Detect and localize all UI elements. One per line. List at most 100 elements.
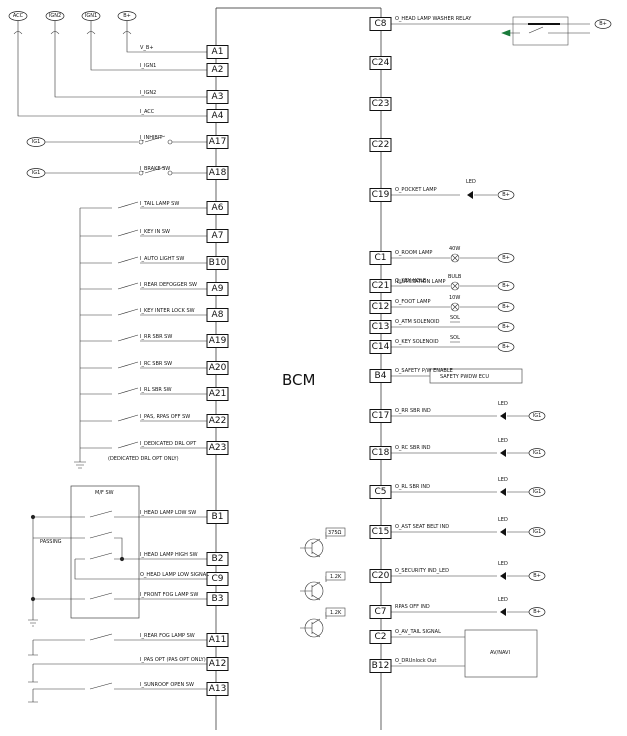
mf-switch-box bbox=[70, 485, 140, 619]
signal-label: I_RR SBR SW bbox=[140, 334, 172, 340]
supply-label: B+ bbox=[502, 283, 510, 289]
key-hole-line2: ILLUMINATION LAMP bbox=[395, 279, 445, 285]
pin-c7: C7 bbox=[369, 605, 392, 619]
supply-oval: IG1 bbox=[528, 527, 546, 537]
supply-oval: B+ bbox=[528, 607, 546, 617]
pin-b4: B4 bbox=[369, 369, 392, 383]
pin-c17: C17 bbox=[369, 409, 392, 423]
pin-label: B2 bbox=[212, 554, 224, 564]
pin-label: A11 bbox=[209, 635, 227, 645]
pin-label: C9 bbox=[211, 574, 223, 584]
pin-label: A6 bbox=[212, 203, 224, 213]
pin-label: C1 bbox=[374, 253, 386, 263]
pin-c18: C18 bbox=[369, 446, 392, 460]
supply-label: IG1 bbox=[533, 450, 542, 456]
signal-label: I_ACC bbox=[140, 109, 155, 115]
bcm-title: BCM bbox=[282, 371, 315, 389]
pin-c8: C8 bbox=[369, 17, 392, 31]
signal-label: I_PAS OPT (PAS OPT ONLY) bbox=[140, 657, 206, 663]
signal-label: O_ATM SOLENOID bbox=[395, 319, 440, 325]
mf-switch-label: M/F SW bbox=[95, 490, 114, 496]
pin-label: C19 bbox=[372, 190, 390, 200]
signal-label: O_HEAD LAMP WASHER RELAY bbox=[395, 16, 472, 22]
pin-label: A19 bbox=[209, 336, 227, 346]
safety-ecu-box bbox=[429, 368, 523, 384]
switch-icon bbox=[80, 414, 207, 422]
signal-label: I_SUNROOF OPEN SW bbox=[140, 682, 194, 688]
pin-label: A21 bbox=[209, 389, 227, 399]
pin-a3: A3 bbox=[206, 90, 229, 104]
pin-c1: C1 bbox=[369, 251, 392, 265]
pin-c5: C5 bbox=[369, 485, 392, 499]
pin-label: A23 bbox=[209, 443, 227, 453]
signal-label: O_AV_TAIL SIGNAL bbox=[395, 629, 441, 635]
pin-label: A7 bbox=[212, 231, 224, 241]
signal-label: I_FRONT FOG LAMP SW bbox=[140, 592, 198, 598]
signal-label: O_AST SEAT BELT IND bbox=[395, 524, 449, 530]
pin-b2: B2 bbox=[206, 552, 229, 566]
pin-label: C20 bbox=[372, 571, 390, 581]
pin-label: B4 bbox=[375, 371, 387, 381]
supply-oval: IG1 bbox=[528, 487, 546, 497]
supply-label: IG1 bbox=[533, 489, 542, 495]
pin-label: A18 bbox=[209, 168, 227, 178]
pin-label: C12 bbox=[372, 302, 390, 312]
signal-label: I_IGN2 bbox=[140, 90, 156, 96]
supply-oval: B+ bbox=[497, 302, 515, 312]
pin-c23: C23 bbox=[369, 97, 392, 111]
supply-oval: IG1 bbox=[528, 448, 546, 458]
signal-label: I_REAR FOG LAMP SW bbox=[140, 633, 195, 639]
ig1-label-a17: IG1 bbox=[32, 139, 41, 145]
pin-label: B3 bbox=[212, 594, 224, 604]
signal-label: I_BRAKE SW bbox=[140, 166, 170, 172]
resistor-boxes bbox=[325, 527, 346, 617]
supply-oval: B+ bbox=[497, 253, 515, 263]
pin-label: C24 bbox=[372, 58, 390, 68]
switch-icon bbox=[80, 361, 207, 369]
power-source-ign2: IGN2 bbox=[45, 11, 65, 21]
pin-a11: A11 bbox=[206, 633, 229, 647]
supply-oval: B+ bbox=[497, 322, 515, 332]
signal-label: V_B+ bbox=[140, 45, 154, 51]
signal-label: I_INHIBIT bbox=[140, 135, 163, 141]
pin-label: C18 bbox=[372, 448, 390, 458]
pin-a18: A18 bbox=[206, 166, 229, 180]
av-navi-label: AV/NAVI bbox=[490, 650, 510, 656]
signal-label: I_REAR DEFOGGER SW bbox=[140, 282, 197, 288]
pin-label: A8 bbox=[212, 310, 224, 320]
source-bplus-label: B+ bbox=[123, 13, 131, 19]
signal-label: I_TAIL LAMP SW bbox=[140, 201, 179, 207]
pin-label: C23 bbox=[372, 99, 390, 109]
mf-switch-wires bbox=[28, 510, 207, 627]
supply-label: B+ bbox=[502, 344, 510, 350]
pin-b12: B12 bbox=[369, 659, 392, 673]
pin-b10: B10 bbox=[206, 256, 229, 270]
source-acc-label: ACC bbox=[13, 13, 24, 19]
supply-oval: IG1 bbox=[528, 411, 546, 421]
supply-oval: B+ bbox=[497, 281, 515, 291]
pin-label: C2 bbox=[374, 632, 386, 642]
pin-c20: C20 bbox=[369, 569, 392, 583]
signal-label: I_AUTO LIGHT SW bbox=[140, 256, 184, 262]
a23-note: (DEDICATED DRL OPT ONLY) bbox=[108, 456, 179, 462]
pin-label: A12 bbox=[209, 659, 227, 669]
signal-label: O_RL SBR IND bbox=[395, 484, 430, 490]
signal-label: O_HEAD LAMP LOW SIGNAL bbox=[140, 572, 209, 578]
led-label: LED bbox=[498, 561, 508, 567]
pin-c24: C24 bbox=[369, 56, 392, 70]
pin-a6: A6 bbox=[206, 201, 229, 215]
resistor-375-label: 375Ω bbox=[328, 530, 342, 536]
signal-label: O_FOOT LAMP bbox=[395, 299, 430, 305]
pin-a8: A8 bbox=[206, 308, 229, 322]
signal-label: I_DEDICATED DRL OPT bbox=[140, 441, 197, 447]
supply-label: IG1 bbox=[533, 529, 542, 535]
led-label: LED bbox=[498, 517, 508, 523]
pin-a21: A21 bbox=[206, 387, 229, 401]
pin-label: A22 bbox=[209, 416, 227, 426]
pin-c12: C12 bbox=[369, 300, 392, 314]
supply-label: B+ bbox=[502, 192, 510, 198]
pin-c22: C22 bbox=[369, 138, 392, 152]
pin-label: B12 bbox=[372, 661, 390, 671]
power-source-ign1: IGN1 bbox=[81, 11, 101, 21]
